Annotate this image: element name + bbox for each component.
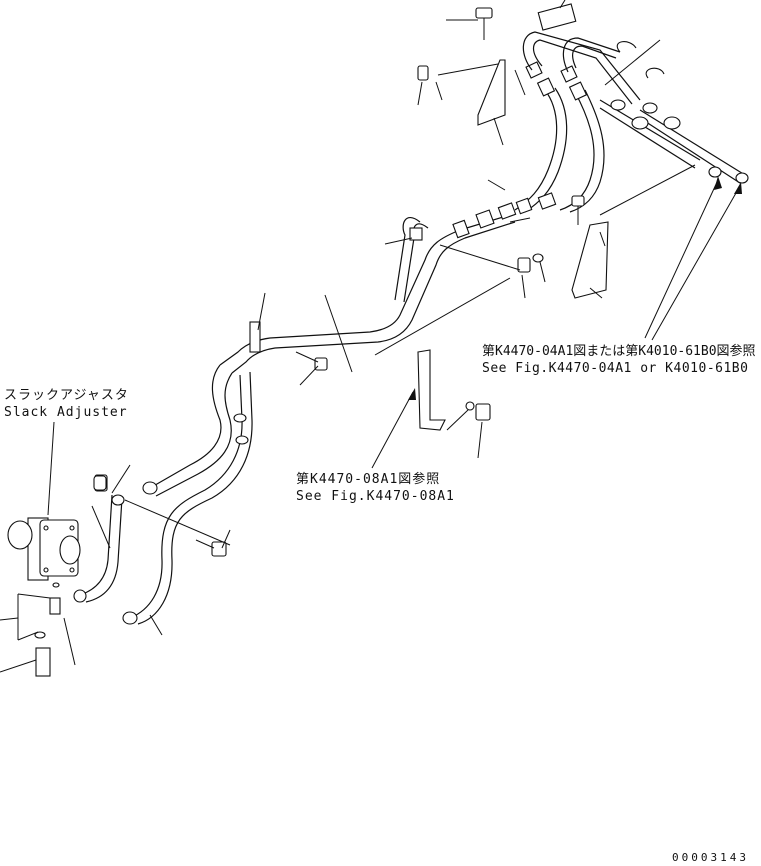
leader-lines	[0, 0, 696, 673]
reference-arrows	[371, 176, 742, 469]
slack-adjuster	[7, 517, 81, 677]
lower-pipes	[73, 321, 261, 625]
upper-reference-label-en: See Fig.K4470-04A1 or K4010-61B0	[482, 361, 749, 376]
lower-reference-label-jp: 第K4470-08A1図参照	[296, 472, 441, 487]
upper-reference-label-jp: 第K4470-04A1図または第K4010-61B0図参照	[482, 344, 756, 359]
document-number: 00003143	[672, 851, 749, 864]
hardware	[93, 7, 609, 557]
lower-reference-label-en: See Fig.K4470-08A1	[296, 489, 455, 504]
main-pipes	[219, 192, 557, 374]
slack-adjuster-label-en: Slack Adjuster	[4, 405, 128, 420]
slack-adjuster-label-jp: スラックアジャスタ	[4, 388, 129, 403]
top-pipes	[522, 3, 749, 184]
hose-assembly	[514, 61, 605, 213]
